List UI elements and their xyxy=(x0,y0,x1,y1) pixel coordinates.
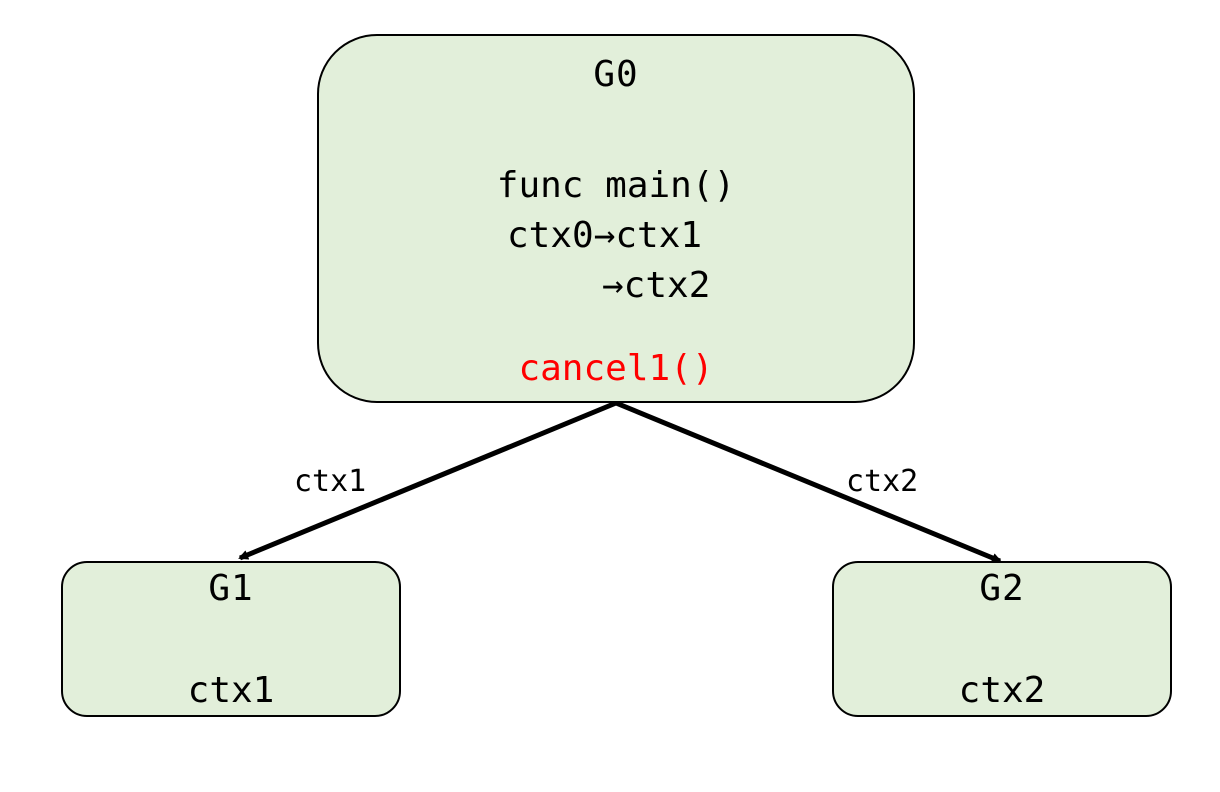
node-g2-title: G2 xyxy=(979,568,1025,609)
edge-g0-g2 xyxy=(615,400,1002,564)
edge-g0-g1 xyxy=(238,400,617,561)
node-g1: G1 ctx1 xyxy=(61,561,401,717)
node-g2: G2 ctx2 xyxy=(832,561,1172,717)
edge-label-ctx2: ctx2 xyxy=(846,464,919,499)
node-g0-cancel-call: cancel1() xyxy=(518,348,714,389)
node-g0-ctx2-line: →ctx2 xyxy=(602,265,711,306)
node-g0: G0 func main() ctx0→ctx1 →ctx2 cancel1() xyxy=(317,34,915,403)
node-g2-ctx: ctx2 xyxy=(958,670,1046,711)
node-g0-title: G0 xyxy=(593,54,639,95)
edge-label-ctx1: ctx1 xyxy=(294,464,367,499)
node-g0-ctx-line: ctx0→ctx1 xyxy=(507,215,703,256)
node-g1-title: G1 xyxy=(208,568,254,609)
node-g0-func-line: func main() xyxy=(496,165,736,206)
node-g1-ctx: ctx1 xyxy=(187,670,275,711)
